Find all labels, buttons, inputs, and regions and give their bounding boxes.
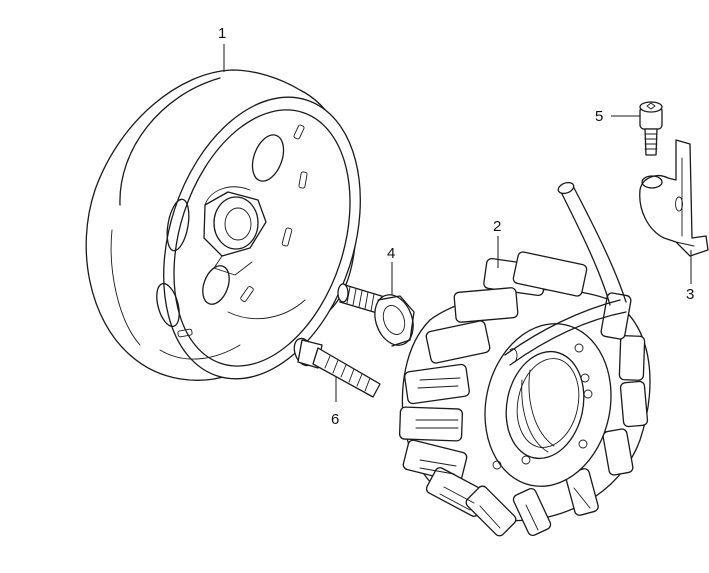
flywheel-rotor [85, 69, 361, 381]
callout-1: 1 [218, 25, 226, 72]
socket-screw [639, 101, 663, 156]
callout-label-3: 3 [686, 286, 694, 303]
callout-4: 4 [387, 245, 395, 295]
callout-label-5: 5 [595, 108, 603, 125]
callout-5: 5 [595, 108, 640, 125]
callout-6: 6 [331, 377, 339, 428]
callout-label-4: 4 [387, 245, 395, 262]
callout-label-2: 2 [493, 218, 501, 235]
wire-clamp [639, 139, 709, 257]
rotor-bolt [337, 283, 415, 347]
stator-coil [398, 181, 651, 537]
callout-2: 2 [493, 218, 501, 268]
callout-3: 3 [686, 250, 694, 303]
stator-bolt [293, 337, 381, 398]
callout-label-1: 1 [218, 25, 226, 42]
callout-label-6: 6 [331, 411, 339, 428]
